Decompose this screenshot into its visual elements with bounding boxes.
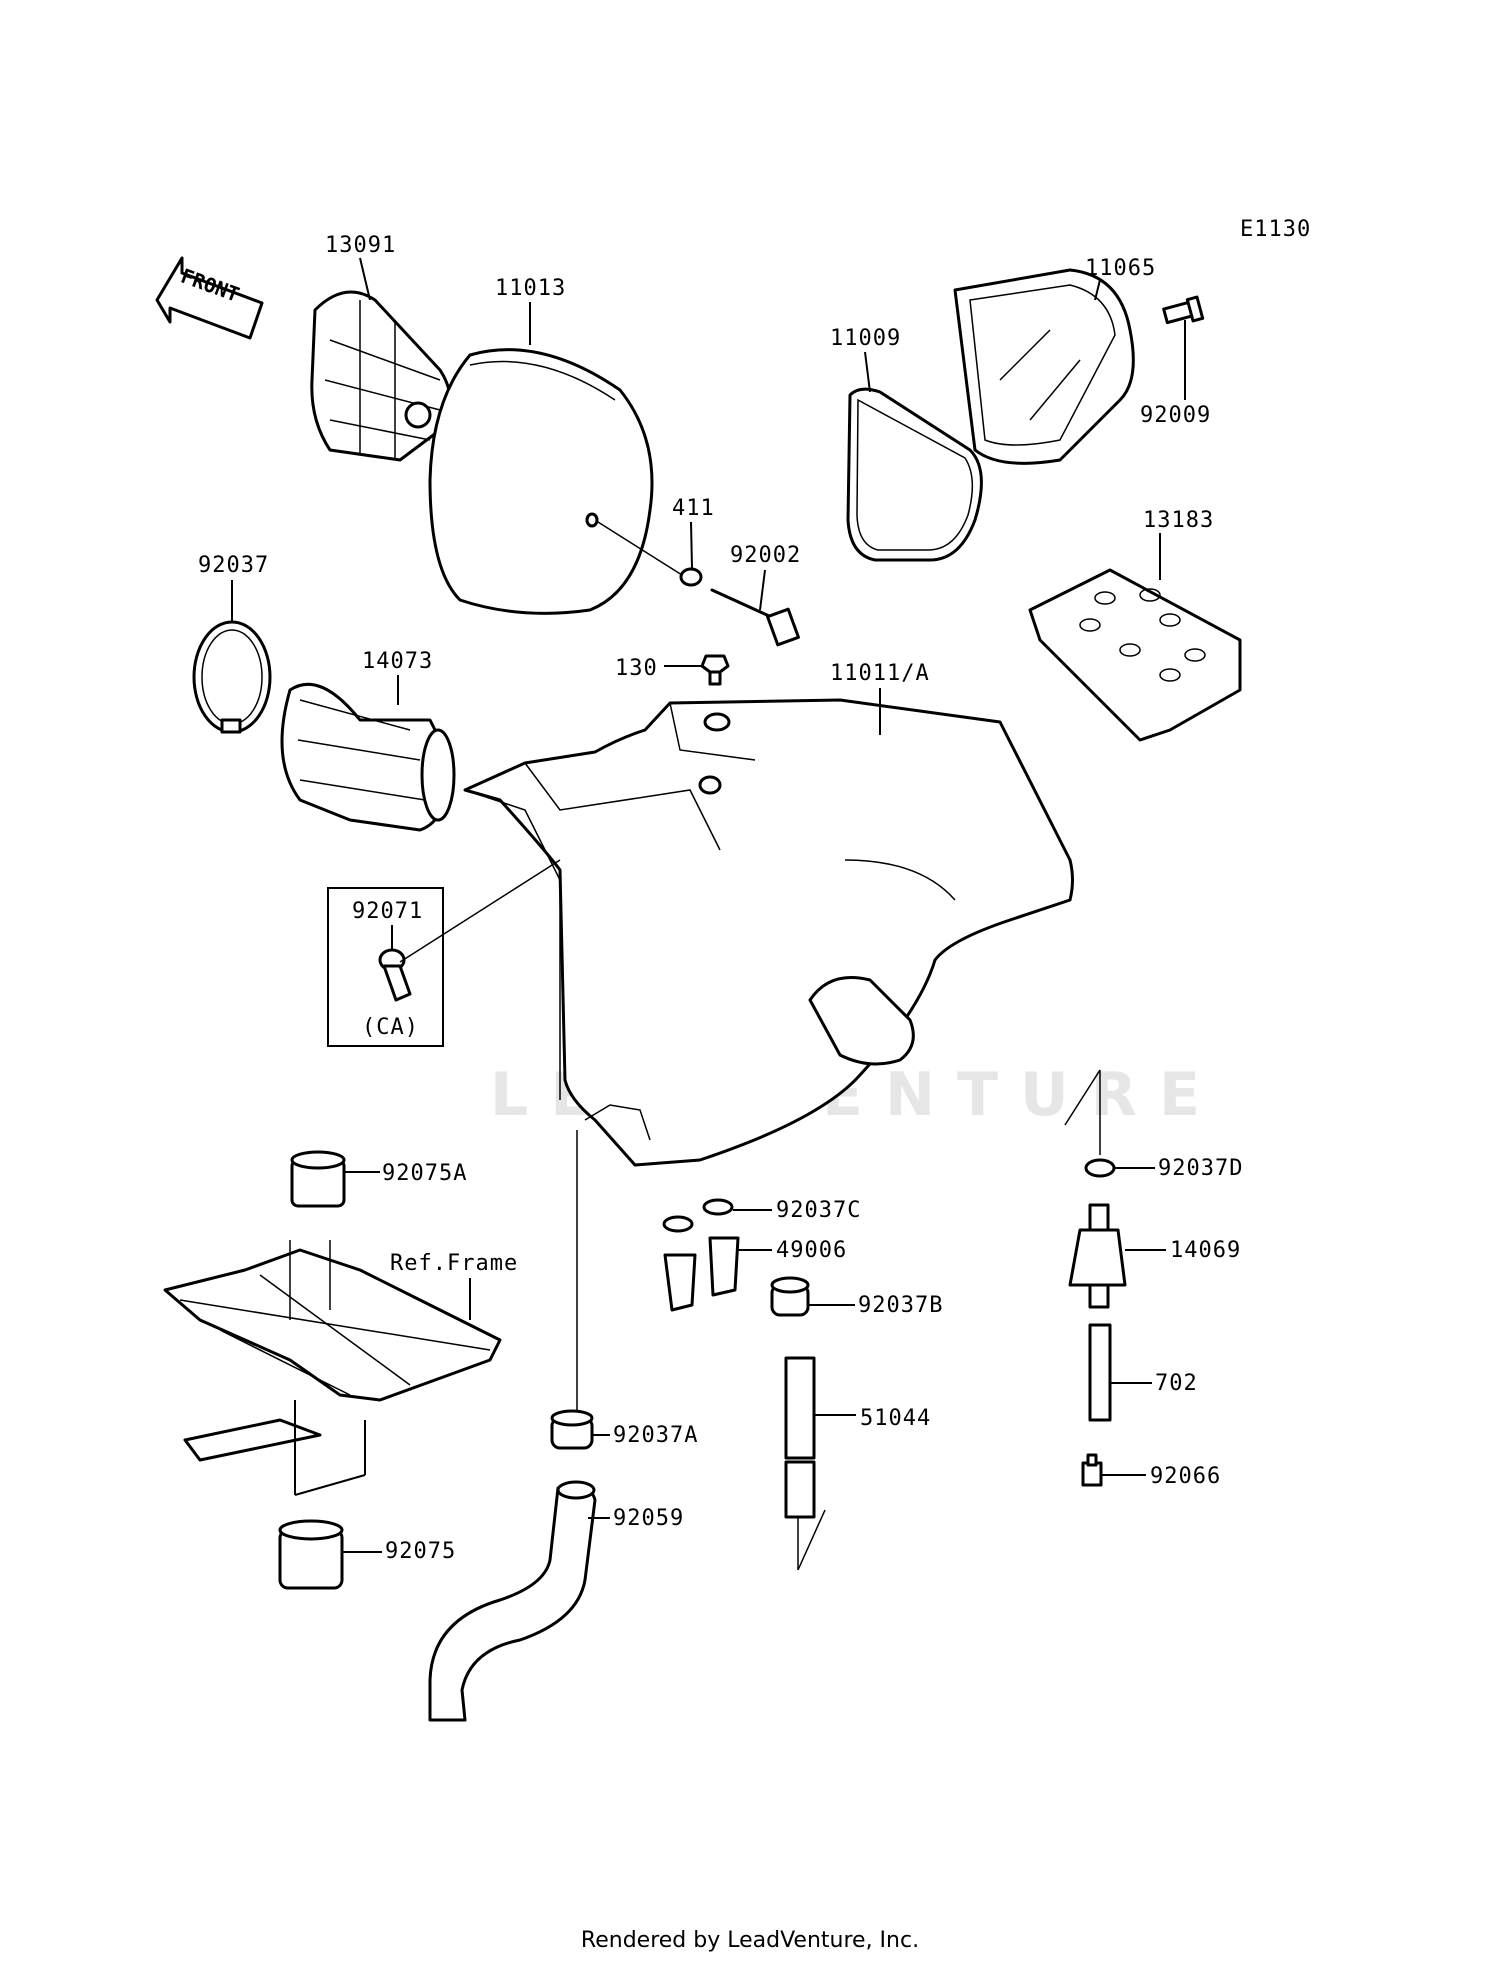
callout-92059: 92059 — [613, 1506, 684, 1531]
bolt-92009 — [1162, 295, 1205, 325]
callout-92075: 92075 — [385, 1539, 456, 1564]
filter-cage-13091 — [310, 290, 452, 462]
inset-box-92071 — [327, 887, 444, 1047]
callout-13091: 13091 — [325, 233, 396, 258]
stud-92002 — [710, 588, 800, 647]
fuel-filter-14069 — [1068, 1203, 1127, 1309]
callout-92071: 92071 — [352, 899, 423, 924]
spacer-92075 — [278, 1519, 344, 1590]
front-arrow-icon: FRONT — [155, 256, 264, 340]
callout-11013: 11013 — [495, 276, 566, 301]
diagram-code: E1130 — [1240, 217, 1311, 242]
callout-51044: 51044 — [860, 1406, 931, 1431]
bracket-13183 — [1028, 568, 1242, 742]
air-box-11011A — [463, 698, 1074, 1167]
callout-411: 411 — [672, 496, 715, 521]
callout-92037B: 92037B — [858, 1293, 943, 1318]
callout-92037A: 92037A — [613, 1423, 698, 1448]
callout-14069: 14069 — [1170, 1238, 1241, 1263]
hose-51044 — [784, 1356, 816, 1519]
callout-130: 130 — [615, 656, 658, 681]
clamp-92037A — [550, 1409, 594, 1450]
cap-49006 — [663, 1236, 740, 1312]
clip-92037C — [662, 1198, 734, 1233]
callout-92037: 92037 — [198, 553, 269, 578]
fitting-92071 — [378, 948, 412, 1002]
hose-92059 — [428, 1484, 597, 1722]
clip-92037D — [1084, 1158, 1116, 1178]
callout-13183: 13183 — [1143, 508, 1214, 533]
callout-92002: 92002 — [730, 543, 801, 568]
footer-credit: Rendered by LeadVenture, Inc. — [580, 1928, 920, 1953]
callout-11065: 11065 — [1085, 256, 1156, 281]
washer-411 — [679, 567, 703, 587]
callout-92009: 92009 — [1140, 403, 1211, 428]
plug-92066 — [1081, 1453, 1103, 1487]
callout-702: 702 — [1155, 1371, 1198, 1396]
callout-92037C: 92037C — [776, 1198, 861, 1223]
callout-92037D: 92037D — [1158, 1156, 1243, 1181]
callout-49006: 49006 — [776, 1238, 847, 1263]
spacer-92075A — [290, 1150, 346, 1208]
bolt-130 — [700, 654, 730, 686]
air-filter-11013 — [428, 348, 654, 615]
tube-702 — [1088, 1323, 1112, 1422]
callout-14073: 14073 — [362, 649, 433, 674]
gasket-11009 — [846, 387, 983, 562]
callout-92075A: 92075A — [382, 1161, 467, 1186]
region-tag-ca: (CA) — [362, 1015, 419, 1040]
ref-frame-label: Ref.Frame — [390, 1251, 518, 1276]
callout-11011A: 11011/A — [830, 661, 930, 686]
clamp-92037B — [770, 1276, 810, 1317]
cover-11065 — [953, 268, 1135, 465]
frame-reference — [163, 1240, 502, 1462]
callout-92066: 92066 — [1150, 1464, 1221, 1489]
duct-14073 — [280, 682, 456, 832]
clamp-band-92037 — [192, 620, 272, 734]
callout-11009: 11009 — [830, 326, 901, 351]
